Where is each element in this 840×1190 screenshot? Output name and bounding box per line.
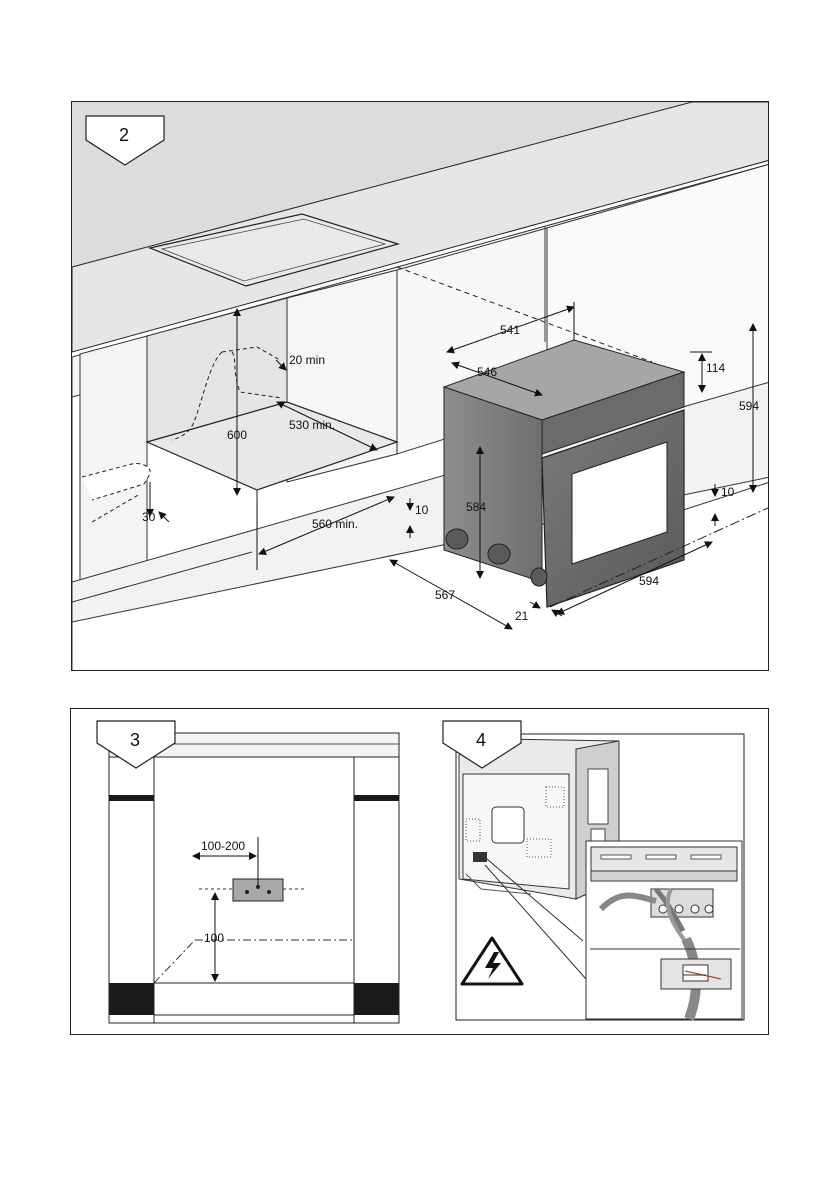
step-number-2: 2 bbox=[119, 125, 129, 145]
oven-window bbox=[571, 441, 668, 565]
dim-567-label: 567 bbox=[435, 588, 455, 602]
dim-114-label: 114 bbox=[706, 361, 725, 375]
dim-594-right-label: 594 bbox=[739, 399, 759, 413]
dim-594-bottom-label: 594 bbox=[639, 574, 659, 588]
figure-2-installation-dimensions: 541 546 114 594 20 min 600 530 min. 584 … bbox=[71, 101, 769, 671]
figure-3-4-drawing: 100-200 100 3 bbox=[96, 720, 745, 1024]
dim-600-label: 600 bbox=[227, 428, 247, 442]
worktop-edge bbox=[72, 102, 768, 353]
dim-20-min-label: 20 min bbox=[289, 353, 325, 367]
dim-21-label: 21 bbox=[515, 609, 529, 623]
figure-3-4-panel: 100-200 100 3 bbox=[70, 708, 769, 1035]
step-badge-3: 3 bbox=[96, 720, 176, 769]
dim-546-label: 546 bbox=[477, 365, 497, 379]
step-badge-4: 4 bbox=[442, 720, 522, 769]
hob bbox=[147, 213, 401, 287]
dim-10-right-label: 10 bbox=[721, 485, 735, 499]
dim-541-label: 541 bbox=[500, 323, 520, 337]
dim-584-label: 584 bbox=[466, 500, 486, 514]
step-number-4: 4 bbox=[476, 730, 486, 750]
high-voltage-warning-icon bbox=[460, 936, 524, 986]
figure-2-drawing: 541 546 114 594 20 min 600 530 min. 584 … bbox=[72, 102, 768, 670]
dim-100-200-label: 100-200 bbox=[201, 839, 245, 853]
step-number-3: 3 bbox=[130, 730, 140, 750]
dim-530-min-label: 530 min. bbox=[289, 418, 335, 432]
figure-3-cabinet-niche: 100-200 100 bbox=[108, 732, 400, 1024]
cabinet-left-side bbox=[79, 335, 148, 591]
figure-4-electrical-connection bbox=[455, 733, 745, 1021]
oven-control-panel bbox=[541, 371, 685, 455]
step-badge-2: 2 bbox=[85, 115, 165, 166]
dim-560-min-label: 560 min. bbox=[312, 517, 358, 531]
dim-30-label: 30 bbox=[142, 510, 156, 524]
dim-100-label: 100 bbox=[204, 931, 224, 945]
dim-10-left-label: 10 bbox=[415, 503, 429, 517]
